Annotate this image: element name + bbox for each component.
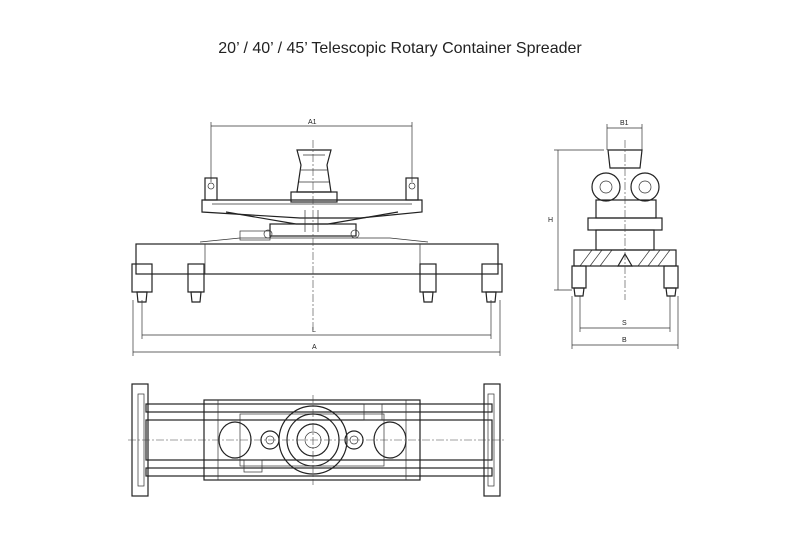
dimension-b1: B1: [606, 120, 643, 150]
plan-view: [128, 383, 504, 497]
drawing-title: 20’ / 40’ / 45’ Telescopic Rotary Contai…: [218, 40, 582, 57]
label-s: S: [622, 320, 627, 327]
dimension-a: A: [132, 300, 501, 356]
label-l: L: [312, 327, 316, 334]
dimension-l: L: [141, 300, 492, 339]
label-a1: A1: [308, 119, 317, 126]
label-h: H: [548, 217, 553, 224]
dimension-h: H: [548, 149, 604, 291]
label-b: B: [622, 337, 627, 344]
side-view: B1 H: [548, 120, 679, 349]
label-a: A: [312, 344, 317, 351]
dimension-s: S: [579, 296, 671, 332]
dimension-a1: A1: [210, 119, 413, 182]
dimension-b: B: [571, 296, 679, 349]
front-view: A1: [131, 119, 503, 356]
label-b1: B1: [620, 120, 629, 127]
